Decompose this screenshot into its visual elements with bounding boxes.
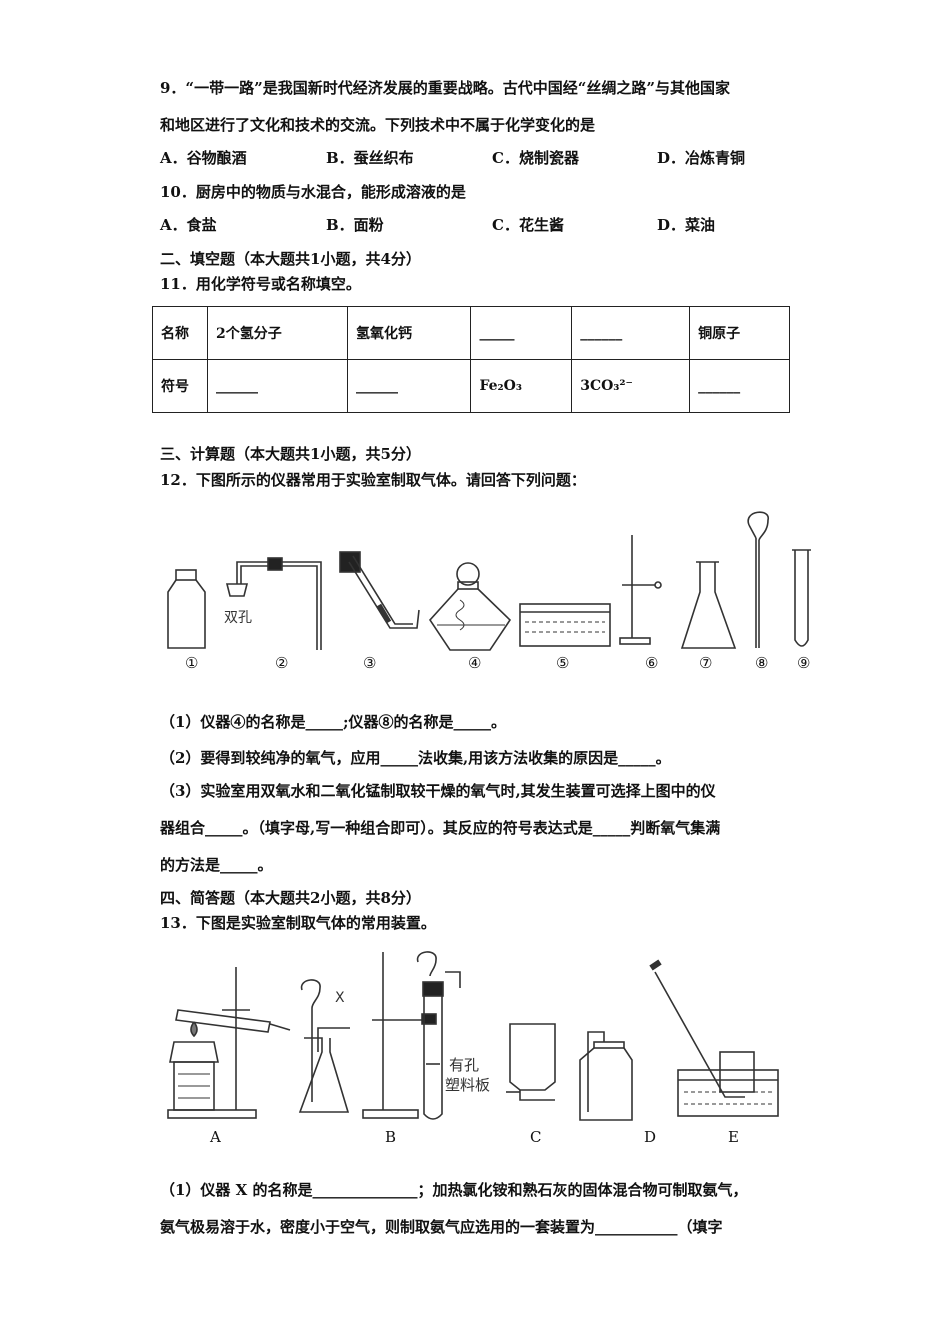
q11-cell: 符号 (152, 359, 208, 413)
device-label: B (385, 1128, 397, 1146)
device-label: D (644, 1128, 657, 1146)
q11-cell[interactable]: ______ (346, 359, 472, 413)
q11-cell: 铜原子 (689, 306, 790, 360)
q12-sub3-line1: （3）实验室用双氧水和二氧化锰制取较干燥的氧气时,其发生装置可选择上图中的仪 (160, 782, 716, 800)
device-c-icon (506, 1023, 556, 1101)
device-label: E (728, 1128, 739, 1146)
plate-label-line2: 塑料板 (445, 1076, 490, 1094)
perforated-plate-label: 有孔 塑料板 (445, 1056, 490, 1094)
device-label: C (530, 1128, 542, 1146)
device-b-icon (362, 951, 461, 1120)
bottle-icon (167, 569, 206, 649)
q13-sub1-line2: 氨气极易溶于水，密度小于空气，则制取氨气应选用的一套装置为___________… (160, 1218, 723, 1236)
device-flask-funnel-icon: X (298, 979, 350, 1113)
q10-option-a: A．食盐 (160, 216, 217, 234)
device-e-icon (649, 959, 779, 1117)
q11-cell[interactable]: ______ (689, 359, 790, 413)
test-tube-icon (792, 549, 811, 647)
long-neck-funnel-icon (747, 511, 769, 648)
water-trough-icon (519, 603, 611, 647)
q11-stem: 11．用化学符号或名称填空。 (160, 275, 361, 293)
q13-devices-figure: X 有孔 塑料板 (167, 951, 779, 1121)
section3-heading: 三、计算题（本大题共1小题，共5分） (160, 445, 421, 463)
q11-table: 名称 2个氢分子 氢氧化钙 _____ ______ 铜原子 符号 ______… (152, 306, 790, 413)
x-label: X (335, 990, 345, 1006)
q12-apparatus-figure: 双孔 (167, 511, 811, 651)
apparatus-number: ④ (468, 654, 482, 672)
apparatus-number: ⑨ (797, 654, 811, 672)
stopper-tube-icon: 双孔 (224, 557, 322, 650)
q11-cell: Fe₂O₃ (470, 359, 573, 413)
apparatus-number: ⑦ (699, 654, 713, 672)
q13-sub1-line1: （1）仪器 X 的名称是______________；加热氯化铵和熟石灰的固体混… (160, 1181, 748, 1199)
q11-cell[interactable]: ______ (207, 359, 348, 413)
alcohol-lamp-icon (428, 562, 512, 651)
q10-option-c: C．花生酱 (492, 216, 564, 234)
q11-cell: 名称 (152, 306, 208, 360)
apparatus-number: ① (185, 654, 199, 672)
q12-sub2: （2）要得到较纯净的氧气，应用_____法收集,用该方法收集的原因是_____。 (160, 749, 671, 767)
iron-stand-icon (619, 535, 662, 645)
q9-option-a: A．谷物酿酒 (160, 149, 247, 167)
q11-cell[interactable]: _____ (470, 306, 573, 360)
q12-sub3-line2: 器组合_____。（填字母,写一种组合即可）。其反应的符号表达式是_____判断… (160, 819, 721, 837)
q12-sub1: （1）仪器④的名称是_____;仪器⑧的名称是_____。 (160, 713, 506, 731)
apparatus-number: ⑥ (645, 654, 659, 672)
q11-cell: 氢氧化钙 (346, 306, 472, 360)
section4-heading: 四、简答题（本大题共2小题，共8分） (160, 889, 421, 907)
q10-stem: 10．厨房中的物质与水混合，能形成溶液的是 (160, 183, 466, 201)
q9-stem-line2: 和地区进行了文化和技术的交流。下列技术中不属于化学变化的是 (160, 116, 596, 134)
q12-apparatus-numbers: ① ② ③ ④ ⑤ ⑥ ⑦ ⑧ ⑨ (185, 654, 825, 674)
q13-device-labels: A B C D E (160, 1128, 800, 1148)
apparatus-number: ③ (363, 654, 377, 672)
apparatus-number: ⑤ (556, 654, 570, 672)
q11-cell: 2个氢分子 (207, 306, 348, 360)
q12-sub3-line3: 的方法是_____。 (160, 856, 273, 874)
q11-cell: 3CO₃²⁻ (571, 359, 691, 413)
q10-option-d: D．菜油 (657, 216, 716, 234)
q13-stem: 13．下图是实验室制取气体的常用装置。 (160, 914, 436, 932)
q9-option-c: C．烧制瓷器 (492, 149, 579, 167)
plate-label-line1: 有孔 (449, 1056, 479, 1074)
q9-option-d: D．冶炼青铜 (657, 149, 746, 167)
q10-option-b: B．面粉 (326, 216, 384, 234)
double-hole-label: 双孔 (224, 610, 252, 626)
q12-stem: 12．下图所示的仪器常用于实验室制取气体。请回答下列问题： (160, 471, 586, 489)
q11-cell[interactable]: ______ (571, 306, 691, 360)
q9-option-b: B．蚕丝织布 (326, 149, 414, 167)
device-d-icon (579, 1031, 633, 1121)
apparatus-number: ⑧ (755, 654, 769, 672)
q11-row-name: 名称 2个氢分子 氢氧化钙 _____ ______ 铜原子 (152, 306, 790, 360)
apparatus-number: ② (275, 654, 289, 672)
conical-flask-icon (680, 561, 737, 649)
device-label: A (210, 1128, 221, 1146)
section2-heading: 二、填空题（本大题共1小题，共4分） (160, 250, 421, 268)
bent-tube-icon (339, 551, 420, 629)
q9-stem-line1: 9．“一带一路”是我国新时代经济发展的重要战略。古代中国经“丝绸之路”与其他国家 (160, 79, 730, 97)
q11-row-symbol: 符号 ______ ______ Fe₂O₃ 3CO₃²⁻ ______ (152, 359, 790, 413)
device-a-icon (167, 967, 291, 1119)
